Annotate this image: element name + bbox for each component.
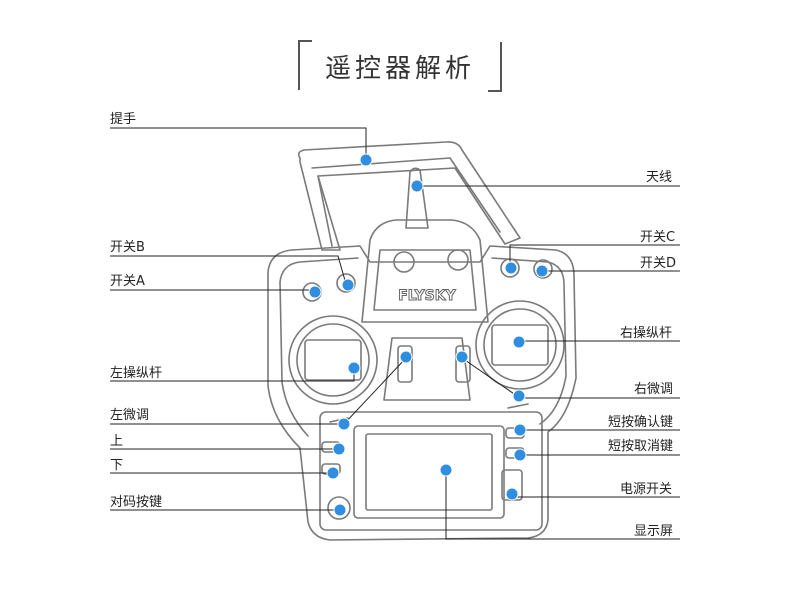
body-outline: [267, 245, 577, 541]
label-short-cancel: 短按取消键: [608, 439, 674, 454]
switch-b-leader: [110, 255, 347, 285]
handle-inner: [311, 157, 501, 247]
handle-leader: [110, 127, 367, 160]
power-marker-dot: [505, 487, 519, 501]
label-short-ok: 短按确认键: [608, 415, 674, 430]
crown-inner: [373, 249, 477, 311]
screen-bezel: [353, 425, 505, 519]
switch-d-shape: [533, 259, 553, 279]
display-marker-dot: [439, 463, 453, 477]
bind-marker-dot: [333, 503, 347, 517]
up-marker-dot: [332, 442, 346, 456]
label-switch-b: 开关B: [110, 240, 145, 255]
switch-b-shape: [336, 273, 356, 293]
right-gimbal-inner: [483, 308, 557, 382]
right-knob: [447, 249, 469, 271]
right-gimbal-window: [491, 324, 549, 366]
crown-outline: [361, 219, 489, 323]
down-marker-dot: [326, 466, 340, 480]
label-antenna: 天线: [646, 170, 673, 185]
switch-c-leader: [509, 244, 680, 266]
switch-b-marker-dot: [341, 278, 355, 292]
button-panel: [319, 411, 543, 531]
switch-c-marker-dot: [504, 261, 518, 275]
screen-glass: [365, 433, 493, 511]
label-switch-c: 开关C: [640, 230, 676, 245]
bind-button-shape: [327, 496, 351, 520]
label-switch-d: 开关D: [640, 256, 677, 271]
left-knob: [393, 251, 415, 273]
label-up: 上: [110, 434, 124, 449]
label-down: 下: [110, 458, 124, 473]
label-power-switch: 电源开关: [620, 482, 673, 497]
short-ok-marker-dot: [513, 423, 527, 437]
label-display: 显示屏: [634, 524, 674, 539]
center-trim-marker-dot: [455, 350, 469, 364]
left-gimbal-window: [304, 339, 362, 381]
left-gimbal-inner: [296, 323, 370, 397]
label-right-stick: 右操纵杆: [620, 326, 673, 341]
label-left-trim: 左微调: [110, 408, 150, 423]
left-stick-marker-dot: [347, 361, 361, 375]
label-left-stick: 左操纵杆: [110, 366, 163, 381]
label-switch-a: 开关A: [110, 274, 145, 289]
center-panel: [383, 337, 471, 401]
body-rim: [279, 257, 567, 437]
brand-text: FLYSKY: [398, 288, 456, 304]
label-right-trim: 右微调: [634, 382, 674, 397]
handle-outline: [297, 141, 521, 251]
label-handle: 提手: [110, 112, 137, 127]
right-gimbal-ring: [475, 300, 565, 390]
title-frame: 遥控器解析: [298, 40, 502, 92]
antenna-marker-dot: [410, 179, 424, 193]
display-leader: [445, 470, 680, 540]
left-grip-trim-marker-dot: [337, 417, 351, 431]
page-title: 遥控器解析: [324, 53, 475, 84]
left-trim-slot: [397, 345, 413, 383]
right-trim-marker-dot: [512, 389, 526, 403]
left-gimbal-ring: [288, 315, 378, 405]
short-cancel-marker-dot: [513, 448, 527, 462]
right-stick-marker-dot: [512, 335, 526, 349]
label-bind-key: 对码按键: [110, 495, 163, 510]
switch-a-marker-dot: [308, 285, 322, 299]
left-trim-marker-dot: [399, 350, 413, 364]
right-grip-trim: [507, 403, 529, 409]
handle-marker-dot: [359, 153, 373, 167]
switch-d-marker-dot: [535, 264, 549, 278]
antenna-outline: [405, 167, 429, 229]
